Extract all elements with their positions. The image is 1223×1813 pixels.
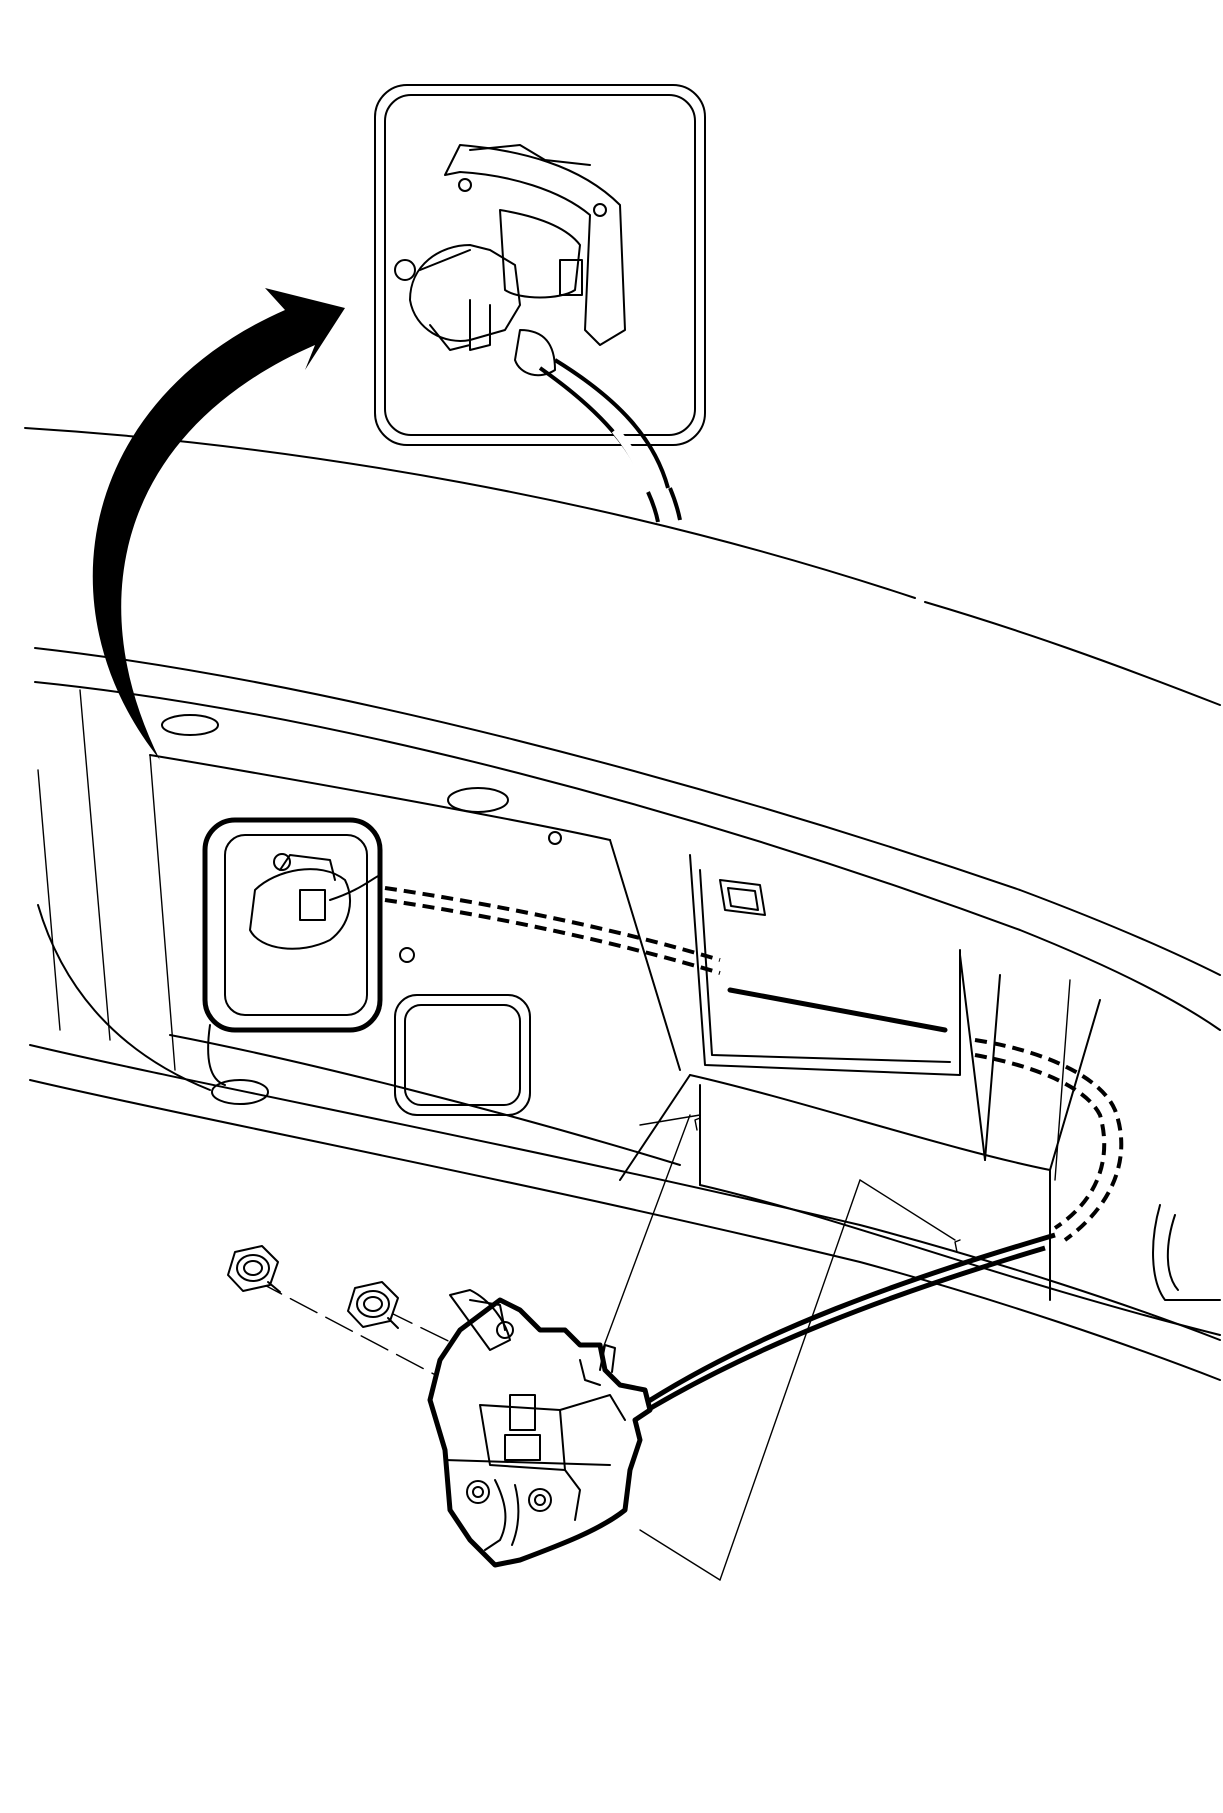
connector-in-opening bbox=[249, 853, 381, 950]
detail-inset bbox=[374, 84, 706, 523]
detail-connector bbox=[394, 144, 626, 377]
left-access-opening bbox=[202, 817, 383, 1033]
trunk-lid-outline bbox=[24, 427, 1221, 1381]
bolt-right bbox=[347, 1281, 399, 1329]
lid-holes bbox=[161, 714, 1221, 1301]
latch-assembly bbox=[427, 1289, 653, 1568]
bolt-left bbox=[227, 1245, 281, 1293]
harness-route bbox=[384, 886, 1124, 1435]
right-recess-panel bbox=[394, 854, 961, 1116]
callout-arrow bbox=[92, 288, 345, 760]
inner-panel bbox=[149, 754, 1221, 1336]
detail-wire bbox=[538, 358, 682, 523]
